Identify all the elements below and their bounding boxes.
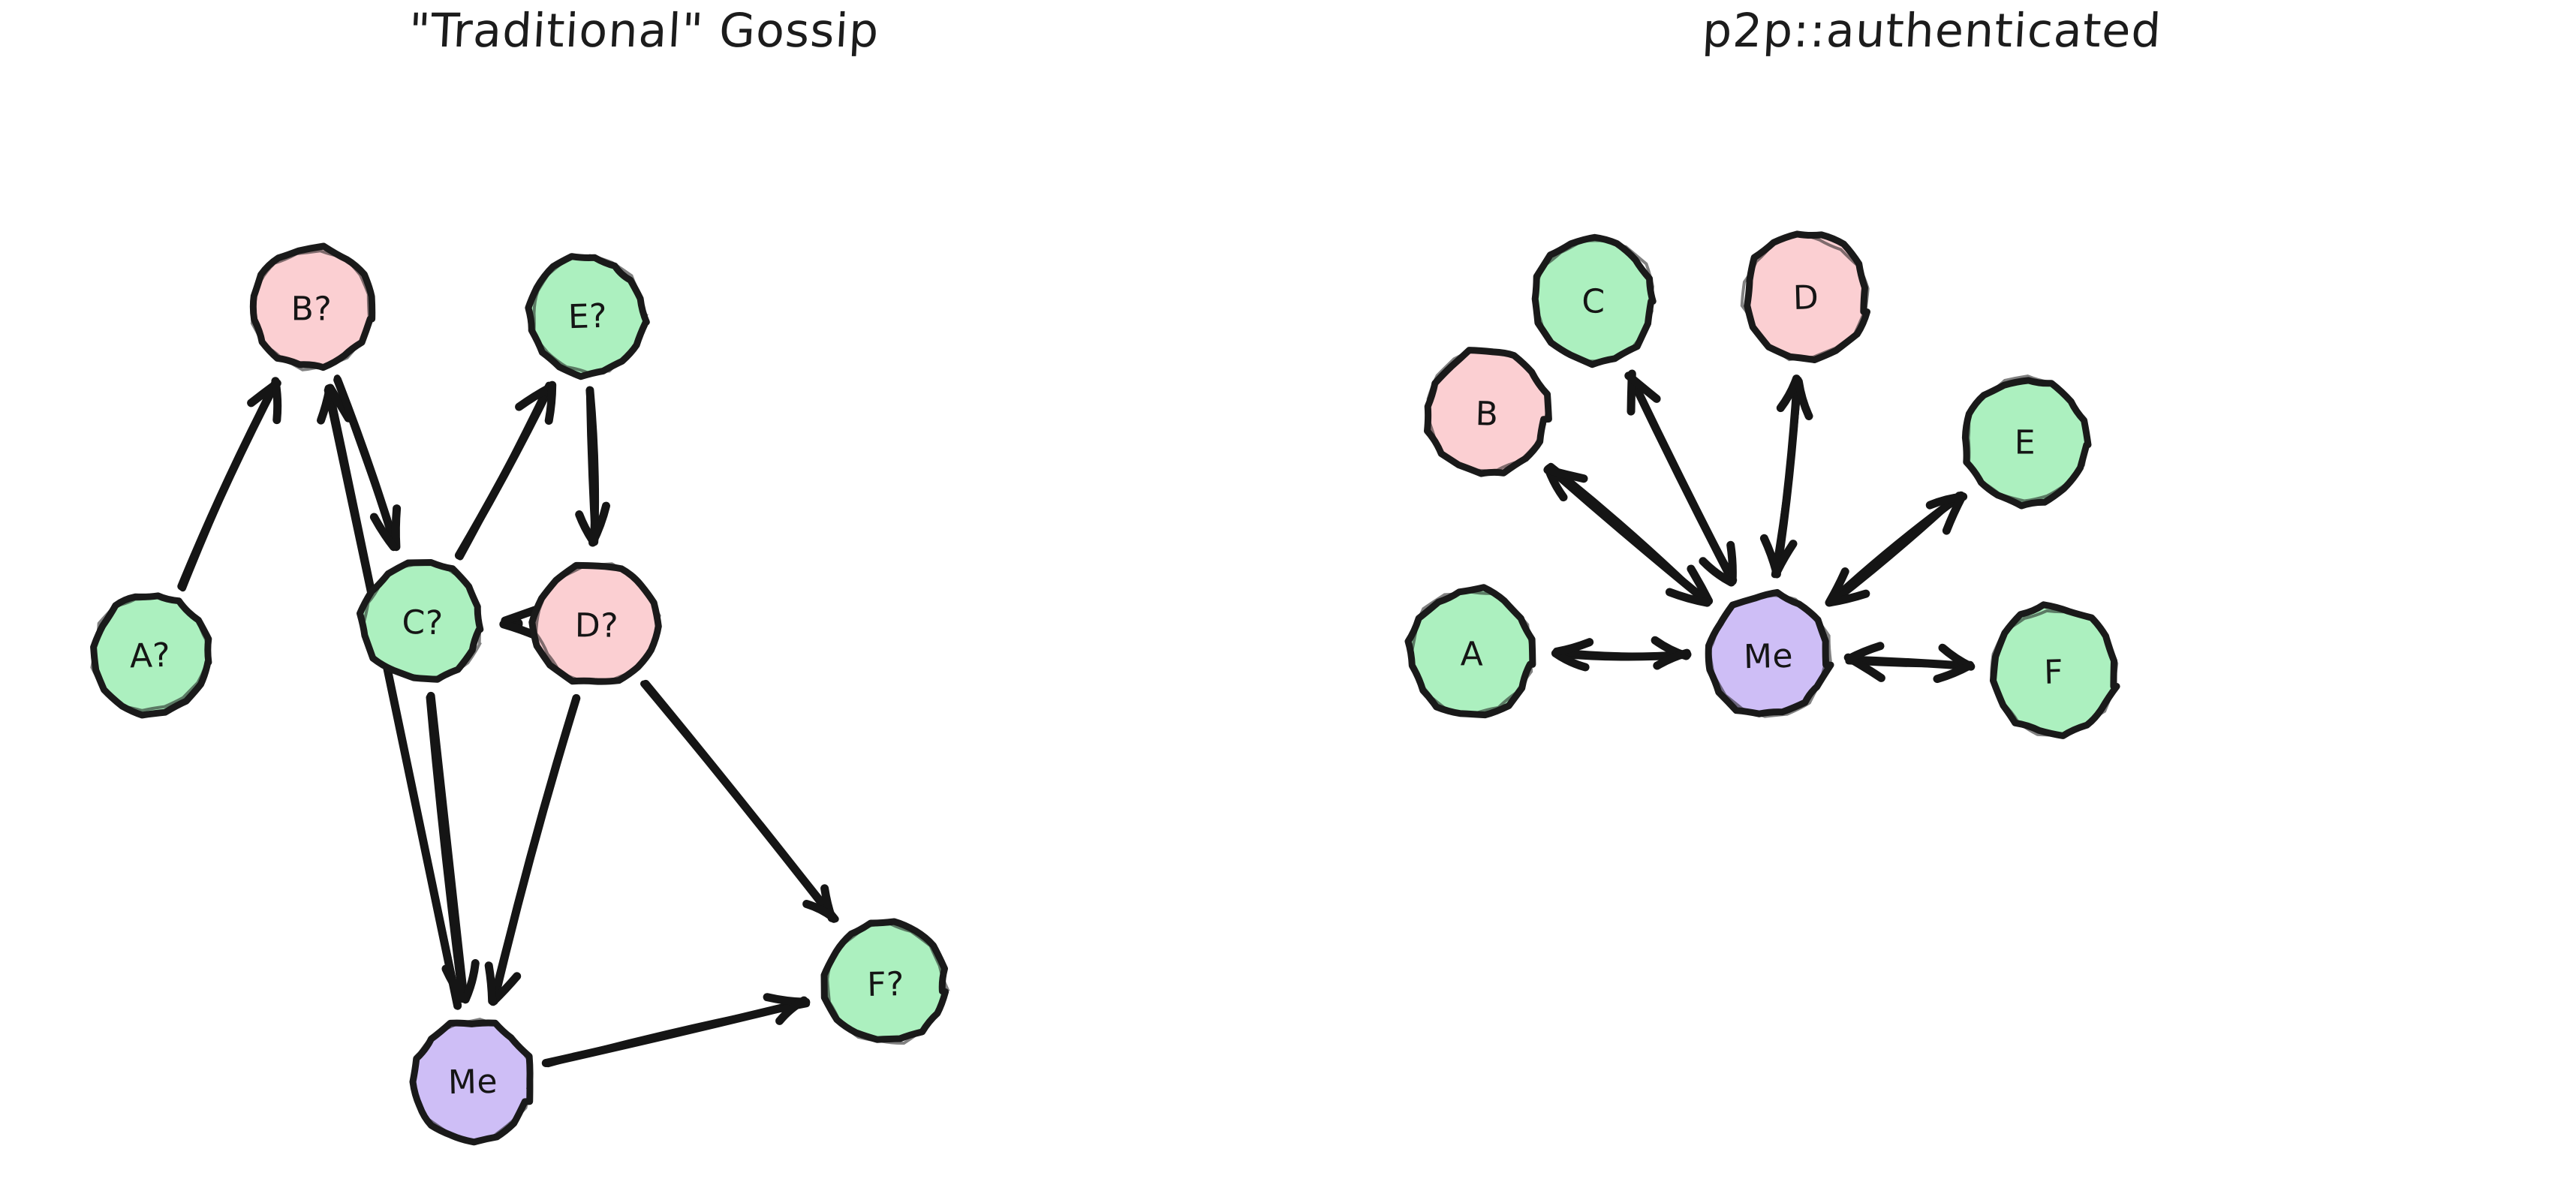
edge-layer (1543, 369, 1976, 684)
node-c[interactable]: C? (357, 559, 484, 683)
node-circle-f (820, 918, 949, 1043)
node-me[interactable]: Me (1705, 588, 1834, 718)
edge-me-to-f (541, 993, 811, 1068)
node-label-a: A (1461, 635, 1484, 673)
node-outline-d (534, 562, 661, 684)
node-f[interactable]: F (1990, 601, 2120, 739)
edge-c-to-me (426, 691, 480, 1004)
edge-layer (177, 374, 839, 1068)
node-outline-f (1990, 609, 2119, 737)
node-b[interactable]: B (1424, 347, 1552, 477)
node-outline-e (532, 254, 649, 374)
node-label-c: C? (402, 603, 444, 642)
edge-a-to-b (177, 377, 282, 592)
node-outline-d (1740, 232, 1870, 362)
edge-d-to-me (484, 693, 581, 1006)
node-c[interactable]: C (1531, 233, 1657, 368)
edge-me-to-a (1551, 636, 1692, 672)
node-outline-e (1967, 374, 2091, 503)
node-label-e: E (2015, 423, 2036, 462)
node-label-b: B (1475, 395, 1499, 434)
node-outline-b (250, 249, 373, 371)
node-circle-e (525, 253, 650, 380)
node-layer: A B C D E F Me (1404, 230, 2120, 739)
node-a[interactable]: A (1404, 584, 1536, 719)
node-outline-me (1708, 594, 1832, 718)
edge-b-to-c (333, 374, 402, 552)
graph-p2p-authenticated: A B C D E F Me (1404, 230, 2120, 739)
panel-traditional-gossip: "Traditional" Gossip A?B?C?D?E?F?Me (90, 3, 950, 1146)
node-f[interactable]: F? (820, 918, 950, 1045)
node-outline-b (1426, 347, 1550, 473)
node-d[interactable]: D (1740, 230, 1870, 363)
node-label-f: F (2043, 653, 2063, 692)
node-layer: A? B? C? D? E? F? Me (90, 242, 950, 1146)
node-a[interactable]: A? (90, 592, 212, 719)
node-circle-d (1744, 230, 1870, 363)
edge-c-to-e (454, 380, 557, 561)
node-me[interactable]: Me (409, 1018, 534, 1146)
node-outline-me (411, 1018, 534, 1142)
node-outline-a (90, 595, 210, 712)
node-label-me: Me (447, 1063, 498, 1102)
edge-d-to-f (640, 679, 839, 923)
edge-me-to-e (1825, 491, 1968, 607)
node-label-c: C (1581, 282, 1605, 320)
node-outline-f (826, 922, 950, 1045)
node-label-me: Me (1743, 637, 1793, 677)
graph-traditional-gossip: A? B? C? D? E? F? Me (90, 242, 950, 1146)
node-outline-a (1409, 589, 1533, 716)
node-d[interactable]: D? (528, 561, 662, 685)
node-outline-c (361, 561, 482, 680)
node-label-e: E? (567, 297, 608, 337)
edge-me-to-c (1624, 369, 1738, 587)
node-label-b: B? (291, 290, 333, 328)
node-e[interactable]: E (1961, 374, 2092, 510)
node-b[interactable]: B? (249, 242, 376, 371)
node-label-f: F? (867, 965, 905, 1004)
edge-me-to-b (317, 383, 462, 1010)
edge-me-to-d (1759, 374, 1813, 579)
node-label-a: A? (129, 636, 171, 676)
node-label-d: D? (575, 606, 619, 645)
node-outline-c (1532, 239, 1655, 363)
edge-e-to-d (575, 386, 610, 547)
node-label-d: D (1792, 278, 1819, 317)
edge-me-to-f (1843, 642, 1976, 684)
node-e[interactable]: E? (525, 253, 650, 380)
edge-me-to-b (1543, 462, 1714, 607)
